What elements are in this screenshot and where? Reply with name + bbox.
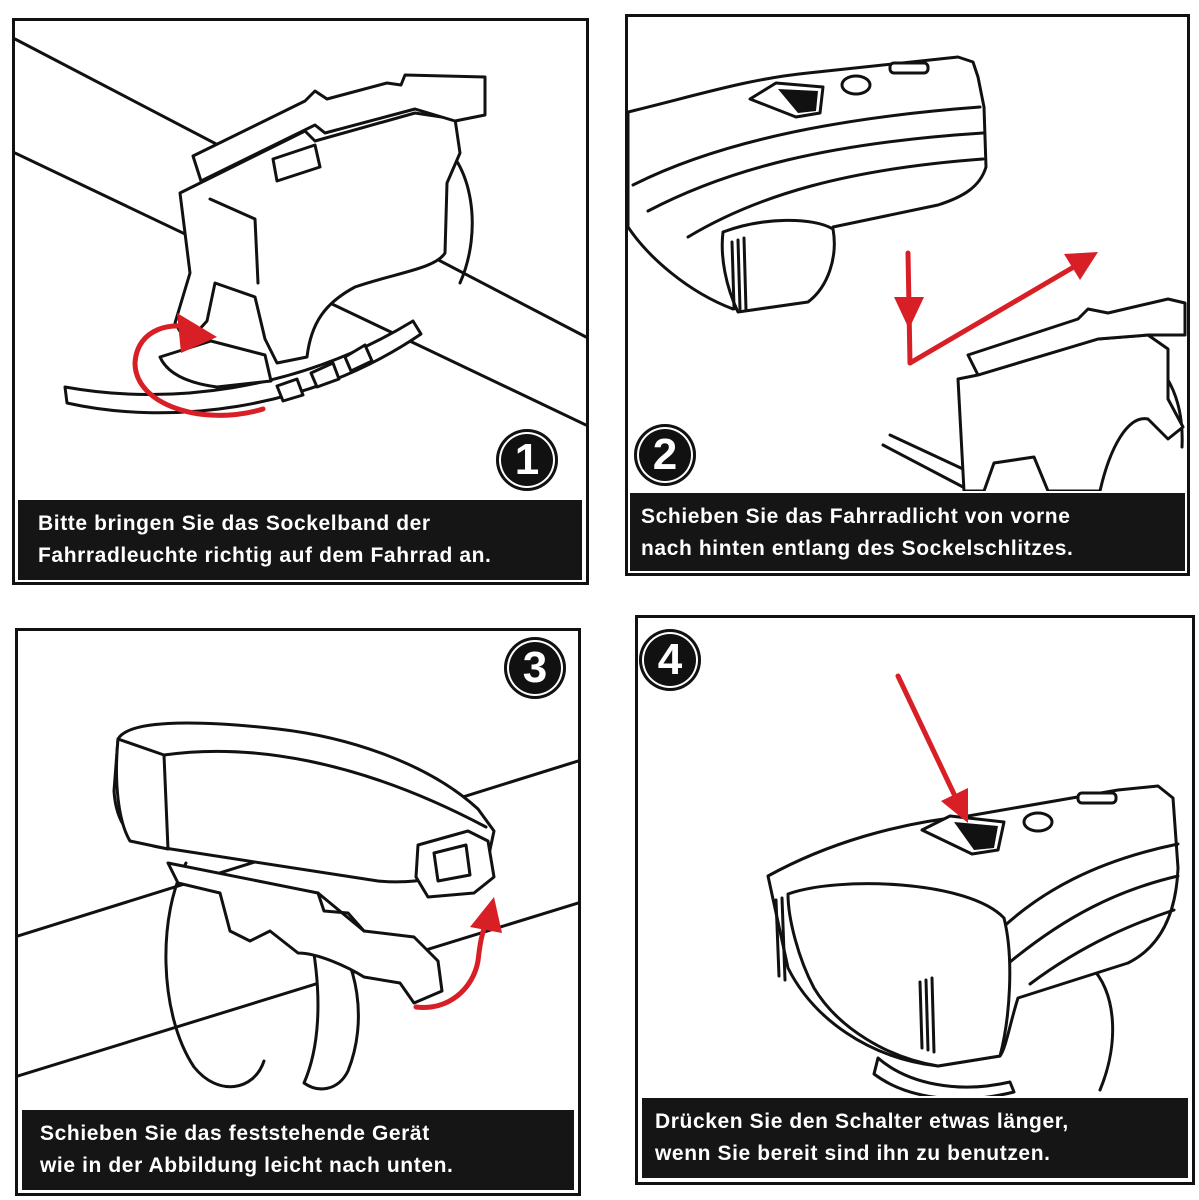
strap-hole <box>309 361 341 389</box>
red-arrowhead <box>470 897 502 933</box>
rail-slot-line <box>208 197 260 285</box>
step-panel-3: 3 Schieben Sie das feststehende Gerät wi… <box>15 628 581 1196</box>
lens-ridge <box>930 976 936 1054</box>
mount-clip-hook <box>158 339 273 389</box>
caption-line: wenn Sie bereit sind ihn zu benutzen. <box>655 1142 1051 1165</box>
lamp-side-swoosh <box>646 131 985 213</box>
mount-strap-end <box>881 443 965 489</box>
red-diagonal-arrow-line <box>907 265 1075 366</box>
caption-line: Fahrradleuchte richtig auf dem Fahrrad a… <box>38 544 492 567</box>
lens-ridge <box>918 980 924 1050</box>
step-caption: Drücken Sie den Schalter etwas länger, w… <box>642 1098 1188 1178</box>
strap-hole <box>343 343 374 373</box>
step-panel-4: 4 Drücken Sie den Schalter etwas länger,… <box>635 615 1195 1185</box>
usb-port-slot <box>888 61 930 75</box>
mount-ring-back <box>164 861 266 1089</box>
lens-ridge <box>730 240 736 309</box>
usb-port-slot <box>1076 791 1118 805</box>
mount-rail-edge <box>316 891 366 933</box>
mount-body <box>956 333 1185 491</box>
lamp-side-swoosh <box>1028 908 1176 986</box>
lens-ridge <box>742 236 748 312</box>
caption-line: wie in der Abbildung leicht nach unten. <box>40 1154 454 1177</box>
caption-line: Drücken Sie den Schalter etwas länger, <box>655 1110 1069 1133</box>
step-panel-2: 2 Schieben Sie das Fahrradlicht von vorn… <box>625 14 1190 576</box>
red-press-arrow-line <box>895 673 957 797</box>
caption-line: Schieben Sie das Fahrradlicht von vorne <box>641 505 1071 528</box>
lens-ridge <box>924 978 930 1052</box>
red-curved-arrow <box>413 920 489 1010</box>
lamp-side-swoosh <box>1008 874 1180 964</box>
connector-notch <box>432 843 472 883</box>
step-panel-1: 1 Bitte bringen Sie das Sockelband der F… <box>12 18 589 585</box>
power-button-shade <box>778 89 818 113</box>
lens-ridge <box>736 238 742 311</box>
caption-line: Bitte bringen Sie das Sockelband der <box>38 512 431 535</box>
red-curved-arrow <box>132 323 266 418</box>
red-press-arrowhead <box>941 788 968 823</box>
lens-ridge <box>780 896 787 982</box>
lamp-rear-connector <box>414 829 496 899</box>
lamp-side-swoosh <box>988 842 1180 942</box>
lamp-top-groove <box>162 749 488 829</box>
lamp-lens <box>786 882 1012 1068</box>
power-button-shade <box>954 822 998 850</box>
caption-line: nach hinten entlang des Sockelschlitzes. <box>641 537 1074 560</box>
indicator-light <box>840 74 872 96</box>
mount-rail <box>191 73 487 183</box>
step-4-illustration <box>766 673 1180 1096</box>
rail-slot-opening <box>271 143 322 183</box>
step-2-illustration <box>628 55 1187 491</box>
caption-line: Schieben Sie das feststehende Gerät <box>40 1122 430 1145</box>
step-number-badge: 2 <box>634 424 696 486</box>
mount-ring <box>1088 964 1115 1092</box>
lamp-front-face <box>115 737 170 851</box>
mount-strap-end <box>888 433 965 471</box>
step-1-illustration <box>15 37 586 427</box>
strap-hole <box>275 377 305 403</box>
mount-strap <box>872 1056 1016 1096</box>
mount-body <box>173 111 462 365</box>
lamp-lens <box>720 218 836 314</box>
lens-ridge <box>774 898 781 978</box>
step-number-badge: 4 <box>639 629 701 691</box>
step-number-badge: 1 <box>496 429 558 491</box>
lamp-body <box>628 55 988 311</box>
indicator-light <box>1022 811 1054 833</box>
step-number-badge: 3 <box>504 637 566 699</box>
lamp-side-swoosh <box>631 105 982 187</box>
lamp-side-swoosh <box>686 157 985 239</box>
mount-rail <box>966 297 1187 377</box>
step-caption: Schieben Sie das feststehende Gerät wie … <box>22 1110 574 1190</box>
step-caption: Bitte bringen Sie das Sockelband der Fah… <box>18 500 582 580</box>
mount-body <box>166 861 444 1005</box>
red-diagonal-arrowhead <box>1064 252 1098 280</box>
step-caption: Schieben Sie das Fahrradlicht von vorne … <box>630 493 1185 571</box>
step-3-illustration <box>18 721 578 1091</box>
red-arrowhead <box>177 313 217 353</box>
red-down-arrowhead <box>894 297 924 329</box>
